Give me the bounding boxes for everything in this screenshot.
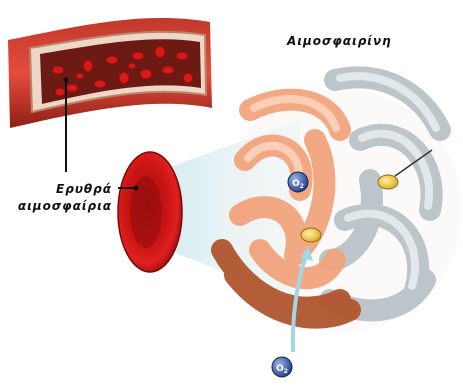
blood-vessel	[8, 18, 212, 128]
hemoglobin-molecule: O2	[218, 76, 462, 332]
red-blood-cell-label-line2: αιμοσφαίρια	[4, 199, 112, 213]
red-blood-cell	[118, 152, 182, 272]
o2-molecule-free: O2	[272, 357, 292, 377]
heme-group-right	[378, 175, 398, 189]
red-blood-cell-label-line1: Ερυθρά	[12, 182, 112, 196]
heme-group-center	[301, 228, 321, 242]
hemoglobin-label: Αιμοσφαιρίνη	[287, 34, 392, 48]
